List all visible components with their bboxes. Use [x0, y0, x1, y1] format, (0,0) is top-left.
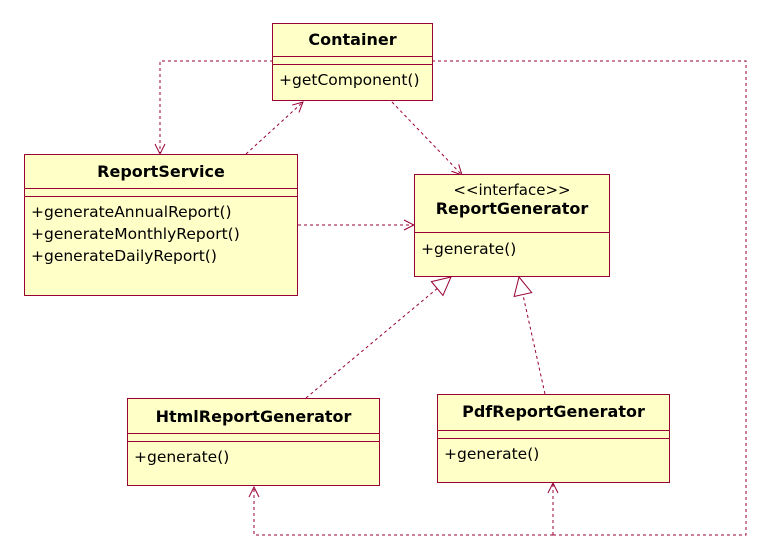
- operation: +generate(): [134, 448, 230, 466]
- operation: +generate(): [421, 240, 517, 258]
- dependency-container-to-htmlreportgenerator: [254, 487, 553, 536]
- dependency-container-to-reportgenerator: [391, 101, 462, 175]
- attributes-compartment: [25, 189, 297, 197]
- class-name: HtmlReportGenerator: [155, 407, 352, 426]
- operation: +generate(): [444, 445, 540, 463]
- dependency-reportservice-to-container: [245, 102, 303, 155]
- dependency-container-to-reportservice: [160, 60, 273, 154]
- operations-compartment: +generateAnnualReport() +generateMonthly…: [25, 197, 297, 267]
- operations-compartment: +getComponent(): [273, 65, 432, 91]
- class-htmlreportgenerator[interactable]: HtmlReportGenerator +generate(): [127, 398, 380, 486]
- realization-html-to-reportgenerator: [305, 276, 452, 399]
- class-reportservice[interactable]: ReportService +generateAnnualReport() +g…: [24, 154, 298, 296]
- operations-compartment: +generate(): [415, 233, 609, 260]
- stereotype-label: <<interface>>: [453, 181, 571, 199]
- realization-pdf-to-reportgenerator: [513, 275, 546, 395]
- operation: +getComponent(): [279, 71, 420, 89]
- operation: +generateMonthlyReport(): [31, 225, 240, 243]
- interface-reportgenerator[interactable]: <<interface>> ReportGenerator +generate(…: [414, 174, 610, 277]
- class-name: ReportGenerator: [435, 199, 589, 218]
- class-name: ReportService: [97, 162, 225, 181]
- attributes-compartment: [273, 57, 432, 65]
- attributes-compartment: [438, 431, 669, 439]
- attributes-compartment: [128, 434, 379, 442]
- operations-compartment: +generate(): [438, 439, 669, 465]
- operation: +generateAnnualReport(): [31, 203, 232, 221]
- class-pdfreportgenerator[interactable]: PdfReportGenerator +generate(): [437, 394, 670, 483]
- operation: +generateDailyReport(): [31, 247, 217, 265]
- class-name: PdfReportGenerator: [462, 402, 645, 421]
- dependency-container-to-generators-loop: [432, 60, 747, 536]
- class-container[interactable]: Container +getComponent(): [272, 23, 433, 101]
- class-name: Container: [308, 30, 397, 49]
- operations-compartment: +generate(): [128, 442, 379, 468]
